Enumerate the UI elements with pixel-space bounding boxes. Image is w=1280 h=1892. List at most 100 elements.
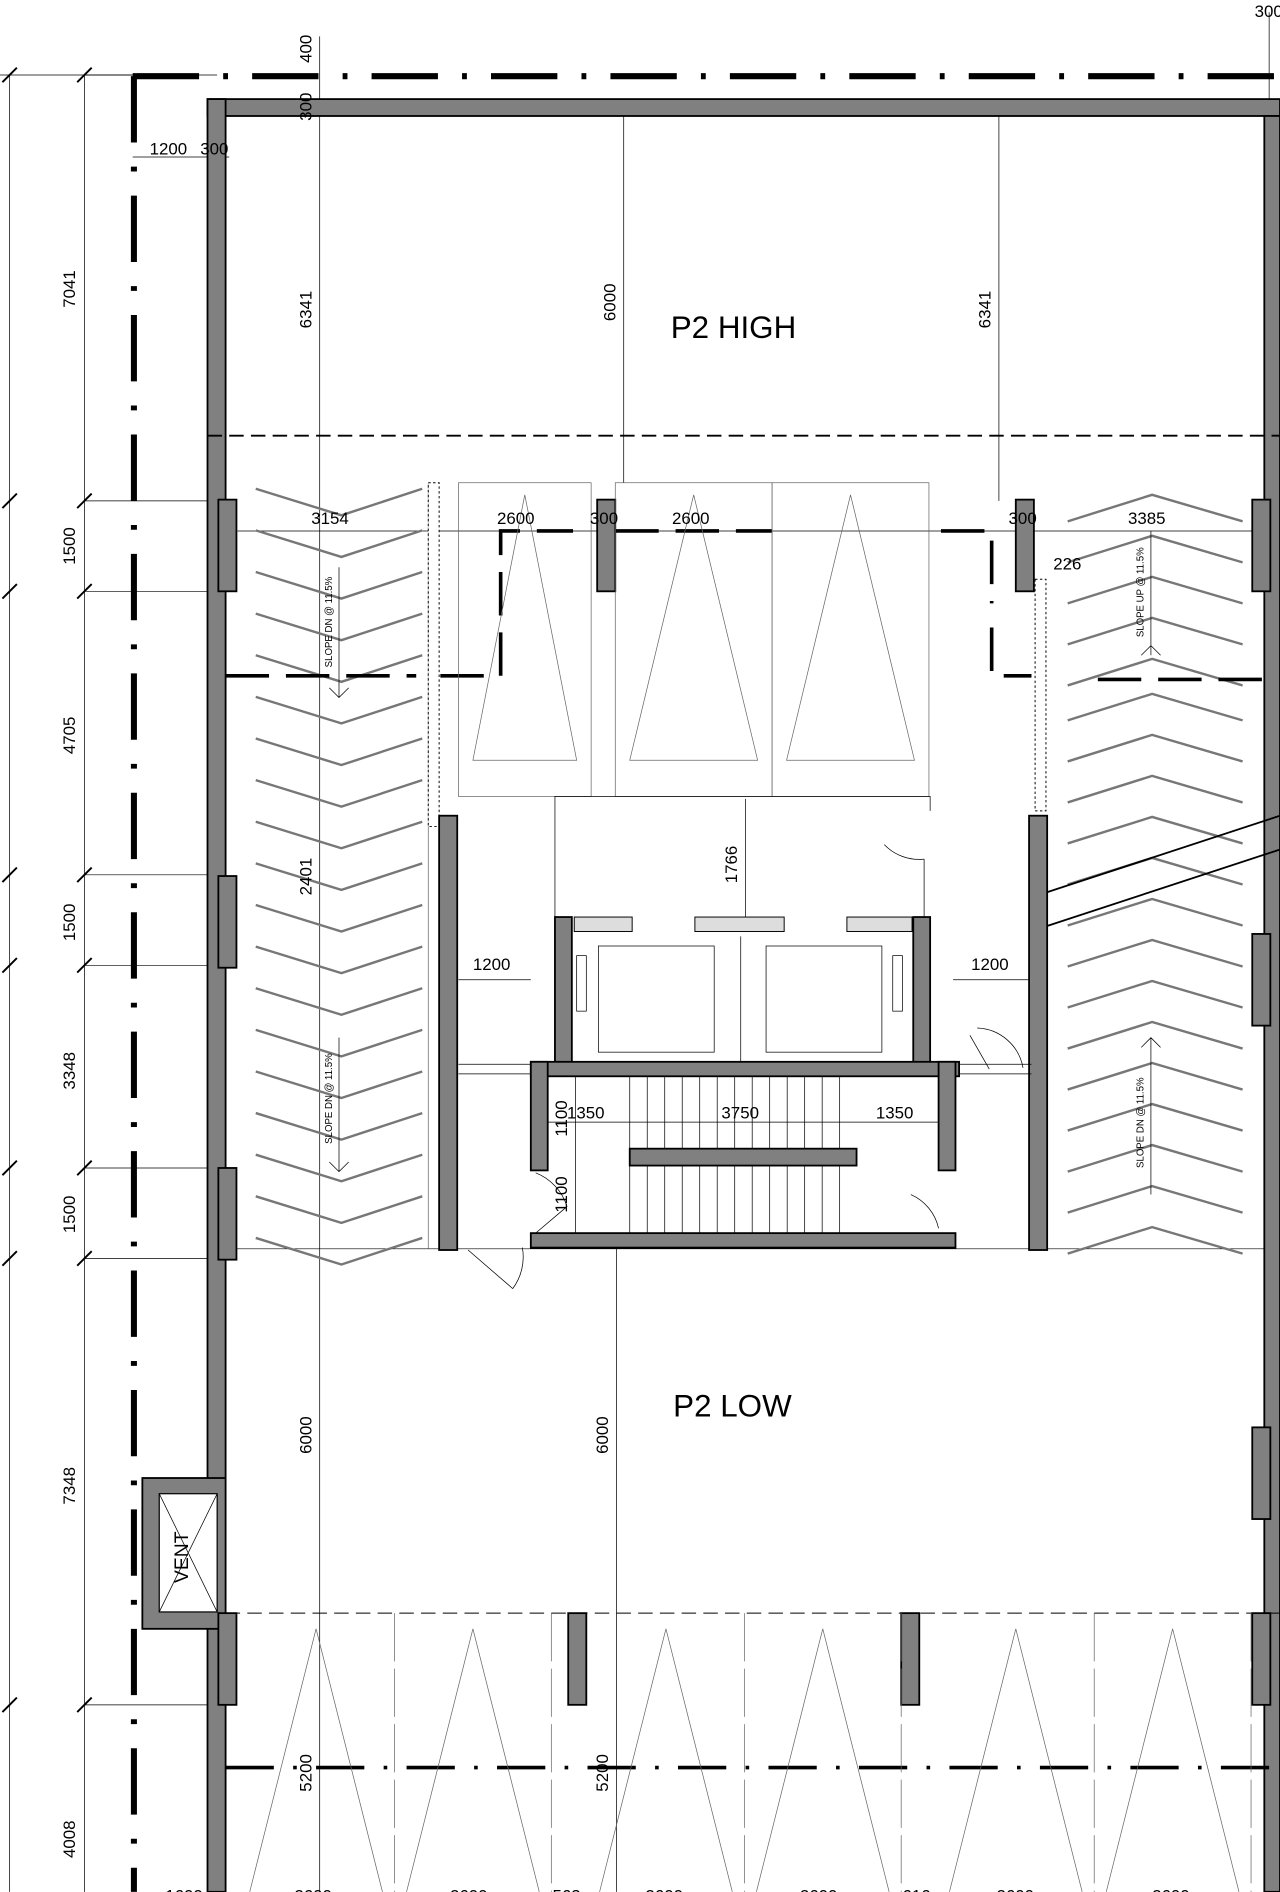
dim-label: 7041 [60, 270, 79, 308]
dim-label: 1100 [552, 1176, 571, 1212]
dim-label: 4705 [60, 717, 79, 755]
dim-label: 2600 [645, 1886, 683, 1892]
dim-label: 2600 [450, 1886, 488, 1892]
dim-label: 563 [553, 1886, 581, 1892]
ramp-chevron [255, 612, 423, 642]
dim-label: 6000 [296, 1416, 315, 1454]
ramp-chevron [1067, 575, 1243, 605]
slope-label: SLOPE DN @ 11.5% [1136, 1077, 1147, 1168]
ramp-chevron [1067, 938, 1243, 968]
ramp-chevron [255, 820, 423, 850]
ramp-chevron [1067, 733, 1243, 763]
dim-label: 6341 [975, 291, 994, 329]
ramp-chevron [255, 487, 423, 517]
dim-label: 2600 [996, 1886, 1034, 1892]
parking-stall-marking [472, 494, 578, 761]
ramp-chevron [255, 737, 423, 767]
dim-label: 300 [1255, 2, 1280, 21]
parking-stall-marking [786, 494, 915, 761]
dim-label: 5200 [296, 1754, 315, 1792]
dimension-tick [1, 866, 18, 883]
dim-label: 300 [200, 140, 228, 159]
parking-stall-marking [949, 1628, 1083, 1892]
ramp-chevron [1067, 774, 1243, 804]
ramp-chevron [255, 570, 423, 600]
parking-stall-marking [1105, 1628, 1240, 1892]
ramp-chevron [255, 778, 423, 808]
dim-label: 1200 [971, 955, 1009, 974]
lift-car-1 [598, 945, 715, 1053]
slope-label: SLOPE DN @ 11.5% [324, 1053, 335, 1144]
ramp-chevron [1067, 897, 1243, 927]
ramp-chevron [1067, 1020, 1243, 1050]
dim-label: 2401 [296, 858, 315, 896]
dim-label: 5200 [593, 1754, 612, 1792]
parking-bay [458, 482, 592, 797]
dim-label: 6341 [296, 291, 315, 329]
ramp-chevron [255, 695, 423, 725]
arrow-down-icon [329, 567, 349, 1173]
dim-label: 1100 [552, 1100, 571, 1136]
ramp-chevron [255, 1153, 423, 1183]
dim-label: 3385 [1128, 509, 1166, 528]
parking-stall-marking [406, 1628, 540, 1892]
dimension-tick [1, 583, 18, 600]
ramp-chevron [255, 1028, 423, 1058]
level-break-lines [207, 434, 1280, 1770]
dim-label: 1200 [150, 140, 188, 159]
dim-label: 1500 [60, 1196, 79, 1234]
slope-label: SLOPE UP @ 11.5% [1136, 547, 1147, 637]
ramp-left [255, 482, 440, 1266]
top-dimensions: 400 300 1200 300 300 [150, 2, 1280, 159]
ramp-right [1034, 493, 1280, 1255]
dim-label: 2600 [1152, 1886, 1190, 1892]
dim-label: 616 [902, 1886, 930, 1892]
slope-label: SLOPE DN @ 11.5% [324, 576, 335, 667]
room-label-vent: VENT [172, 1531, 193, 1583]
dimension-ticks [1, 67, 218, 1713]
dim-label: 1766 [722, 846, 741, 884]
room-label-p2-high: P2 HIGH [671, 310, 796, 345]
dim-label: 2600 [800, 1886, 838, 1892]
core [438, 796, 1049, 1289]
ramp-chevron [1067, 1225, 1243, 1255]
dim-label: 300 [590, 509, 618, 528]
dimension-tick [1, 67, 18, 83]
parking-bay [771, 482, 930, 797]
ramp-chevron [1067, 616, 1243, 646]
left-dimension-chain: 7041 1500 4705 1500 3348 1500 7348 4008 [60, 270, 79, 1858]
lift-car-2 [765, 945, 883, 1053]
ramp-chevron [1067, 1061, 1243, 1091]
ramp-chevron [255, 987, 423, 1017]
parking-stall-marking [756, 1628, 890, 1892]
dim-label: 3348 [60, 1052, 79, 1090]
ramp-chevron [255, 654, 423, 684]
dimension-tick [1, 957, 18, 974]
ramp-chevron [255, 903, 423, 933]
ramp-chevron [255, 1070, 423, 1100]
dimension-tick [1, 1696, 18, 1713]
ramp-chevron [1067, 692, 1243, 722]
ramp-chevron [255, 1111, 423, 1141]
ramp-chevron [255, 862, 423, 892]
dim-label: 226 [1053, 555, 1081, 574]
ramp-chevron [1067, 1184, 1243, 1214]
room-label-p2-low: P2 LOW [673, 1388, 792, 1423]
ramp-chevron [255, 529, 423, 559]
ramp-chevron [255, 945, 423, 975]
property-line [130, 73, 1280, 1892]
dimension-tick [1, 492, 18, 509]
dim-label: 7348 [60, 1467, 79, 1505]
ramp-chevron [255, 1195, 423, 1225]
parking-stall-marking [599, 1628, 733, 1892]
dim-label: 1350 [876, 1104, 914, 1123]
dim-label: 2600 [294, 1886, 332, 1892]
ramp-chevron [1067, 979, 1243, 1009]
ramp-chevron [1067, 657, 1243, 687]
dim-label: 2600 [497, 509, 535, 528]
columns [217, 498, 1272, 1706]
dimension-tick [1, 1250, 18, 1267]
dim-label: 4008 [60, 1820, 79, 1858]
